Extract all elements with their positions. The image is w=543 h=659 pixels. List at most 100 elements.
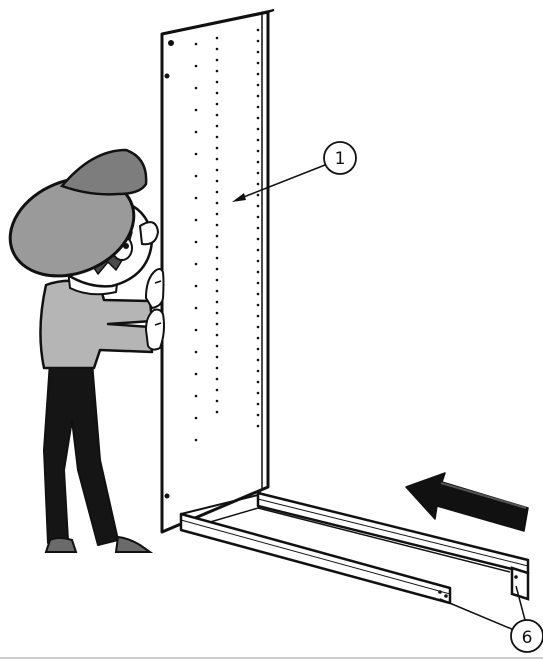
panel-hole <box>215 267 219 271</box>
panel-hole <box>256 259 260 263</box>
panel-hole <box>215 113 219 117</box>
panel-hole <box>215 179 219 183</box>
panel-hole <box>194 86 198 90</box>
panel-holes <box>194 28 260 442</box>
panel-hole <box>256 94 260 98</box>
panel-hole <box>194 64 198 68</box>
panel-hole <box>215 399 219 403</box>
panel-hole <box>215 212 219 216</box>
panel-hole <box>215 124 219 128</box>
panel-hole <box>194 416 198 420</box>
panel-hole <box>256 182 260 186</box>
panel-hole <box>194 108 198 112</box>
panel-hole <box>215 289 219 293</box>
panel-hole <box>215 311 219 315</box>
panel-hole <box>215 135 219 139</box>
panel-hole <box>215 91 219 95</box>
panel-hole <box>215 69 219 73</box>
panel-hole <box>256 28 260 32</box>
panel-hole <box>215 322 219 326</box>
panel-hole <box>256 193 260 197</box>
panel-hole <box>256 413 260 417</box>
panel-hole <box>215 36 219 40</box>
panel-hole <box>215 344 219 348</box>
panel-hole <box>256 391 260 395</box>
panel-hole <box>215 366 219 370</box>
panel-hole <box>215 234 219 238</box>
panel-hole <box>215 355 219 359</box>
side-panel <box>160 9 275 534</box>
panel-hole <box>256 380 260 384</box>
panel-hole <box>194 306 198 310</box>
panel-hole <box>215 47 219 51</box>
panel-hole <box>256 138 260 142</box>
panel-hole <box>215 410 219 414</box>
panel-hole <box>194 218 198 222</box>
panel-hole <box>256 347 260 351</box>
panel-hole <box>194 438 198 442</box>
panel-hole <box>256 39 260 43</box>
panel-hole <box>256 105 260 109</box>
panel-hole <box>256 292 260 296</box>
panel-hole <box>215 190 219 194</box>
panel-hole <box>256 149 260 153</box>
panel-hole <box>256 369 260 373</box>
panel-hole <box>194 394 198 398</box>
callout-6: 6 <box>439 585 543 653</box>
panel-hole <box>256 61 260 65</box>
panel-hole <box>215 388 219 392</box>
panel-hole <box>194 196 198 200</box>
panel-hole <box>256 50 260 54</box>
panel-hole <box>256 424 260 428</box>
panel-hole <box>256 325 260 329</box>
panel-hole <box>256 116 260 120</box>
panel-hole <box>256 237 260 241</box>
panel-hole <box>256 358 260 362</box>
panel-hole <box>215 300 219 304</box>
panel-hole <box>194 372 198 376</box>
panel-hole <box>194 328 198 332</box>
panel-hole <box>194 350 198 354</box>
panel-hole <box>256 226 260 230</box>
callout-1: 1 <box>232 141 357 202</box>
panel-hole <box>256 160 260 164</box>
panel-hole <box>256 204 260 208</box>
panel-hole <box>215 256 219 260</box>
panel-hole <box>194 240 198 244</box>
panel-hole <box>215 333 219 337</box>
panel-hole <box>256 281 260 285</box>
panel-hole <box>256 248 260 252</box>
panel-hole <box>215 377 219 381</box>
panel-hole <box>256 215 260 219</box>
panel-hole <box>256 83 260 87</box>
panel-hole <box>215 168 219 172</box>
panel-hole <box>215 278 219 282</box>
panel-hole <box>194 152 198 156</box>
panel-hole <box>215 146 219 150</box>
person-icon <box>8 148 165 553</box>
panel-hole <box>215 102 219 106</box>
panel-hole <box>215 58 219 62</box>
panel-hole <box>194 284 198 288</box>
panel-hole <box>194 42 198 46</box>
arrow-left-icon <box>405 472 529 532</box>
panel-hole <box>194 262 198 266</box>
panel-hole <box>215 245 219 249</box>
panel-hole <box>256 336 260 340</box>
panel-hole <box>256 171 260 175</box>
panel-hole <box>194 130 198 134</box>
panel-hole <box>215 201 219 205</box>
panel-hole <box>256 402 260 406</box>
callout-6-circle <box>510 619 543 653</box>
callout-1-circle <box>323 141 357 175</box>
panel-hole <box>256 303 260 307</box>
panel-hole <box>256 72 260 76</box>
panel-hole <box>194 174 198 178</box>
panel-hole <box>215 223 219 227</box>
panel-hole <box>215 157 219 161</box>
callout-6-label: 6 <box>522 628 533 648</box>
panel-hole <box>256 314 260 318</box>
callout-1-label: 1 <box>335 149 346 169</box>
panel-hole <box>256 270 260 274</box>
